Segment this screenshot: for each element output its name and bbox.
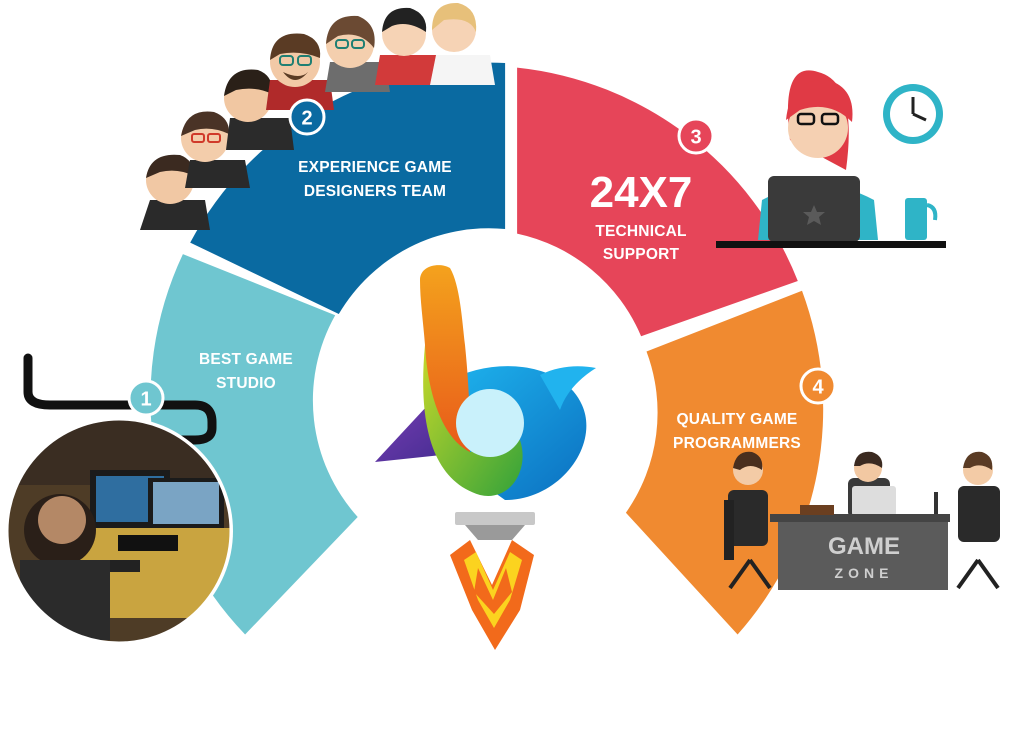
segment-technical-support <box>517 67 798 337</box>
segment-3-label-line1: TECHNICAL <box>595 223 686 240</box>
sign-line2: ZONE <box>835 565 894 581</box>
segment-4-label-line2: PROGRAMMERS <box>673 435 801 452</box>
segment-3-headline: 24X7 <box>590 168 693 217</box>
programmers-office-icon <box>724 451 1000 590</box>
clock-icon <box>883 84 943 144</box>
segment-2-label-line2: DESIGNERS TEAM <box>304 183 446 200</box>
sign-line1: GAME <box>828 533 900 560</box>
step-badge-3: 3 <box>677 117 715 155</box>
support-agent-icon <box>716 70 946 248</box>
designers-team-icon <box>140 2 495 230</box>
step-badge-2: 2 <box>288 98 326 136</box>
step-badge-4: 4 <box>799 367 837 405</box>
step-number-4: 4 <box>812 377 824 399</box>
game-zone-sign: GAME ZONE <box>828 533 900 581</box>
segment-2-label-line1: EXPERIENCE GAME <box>298 159 452 176</box>
segment-quality-programmers <box>625 290 824 635</box>
segment-1-label-line2: STUDIO <box>216 375 276 392</box>
segment-designers-team <box>190 62 506 314</box>
segment-4-label-line1: QUALITY GAME <box>677 411 798 428</box>
step-badge-1: 1 <box>127 379 165 417</box>
segment-1-label-line1: BEST GAME <box>199 351 293 368</box>
step-number-3: 3 <box>690 127 701 149</box>
logo-icon <box>375 265 596 650</box>
step-number-1: 1 <box>140 389 151 411</box>
segment-3-label-line2: SUPPORT <box>603 246 680 263</box>
step-number-2: 2 <box>301 108 312 130</box>
